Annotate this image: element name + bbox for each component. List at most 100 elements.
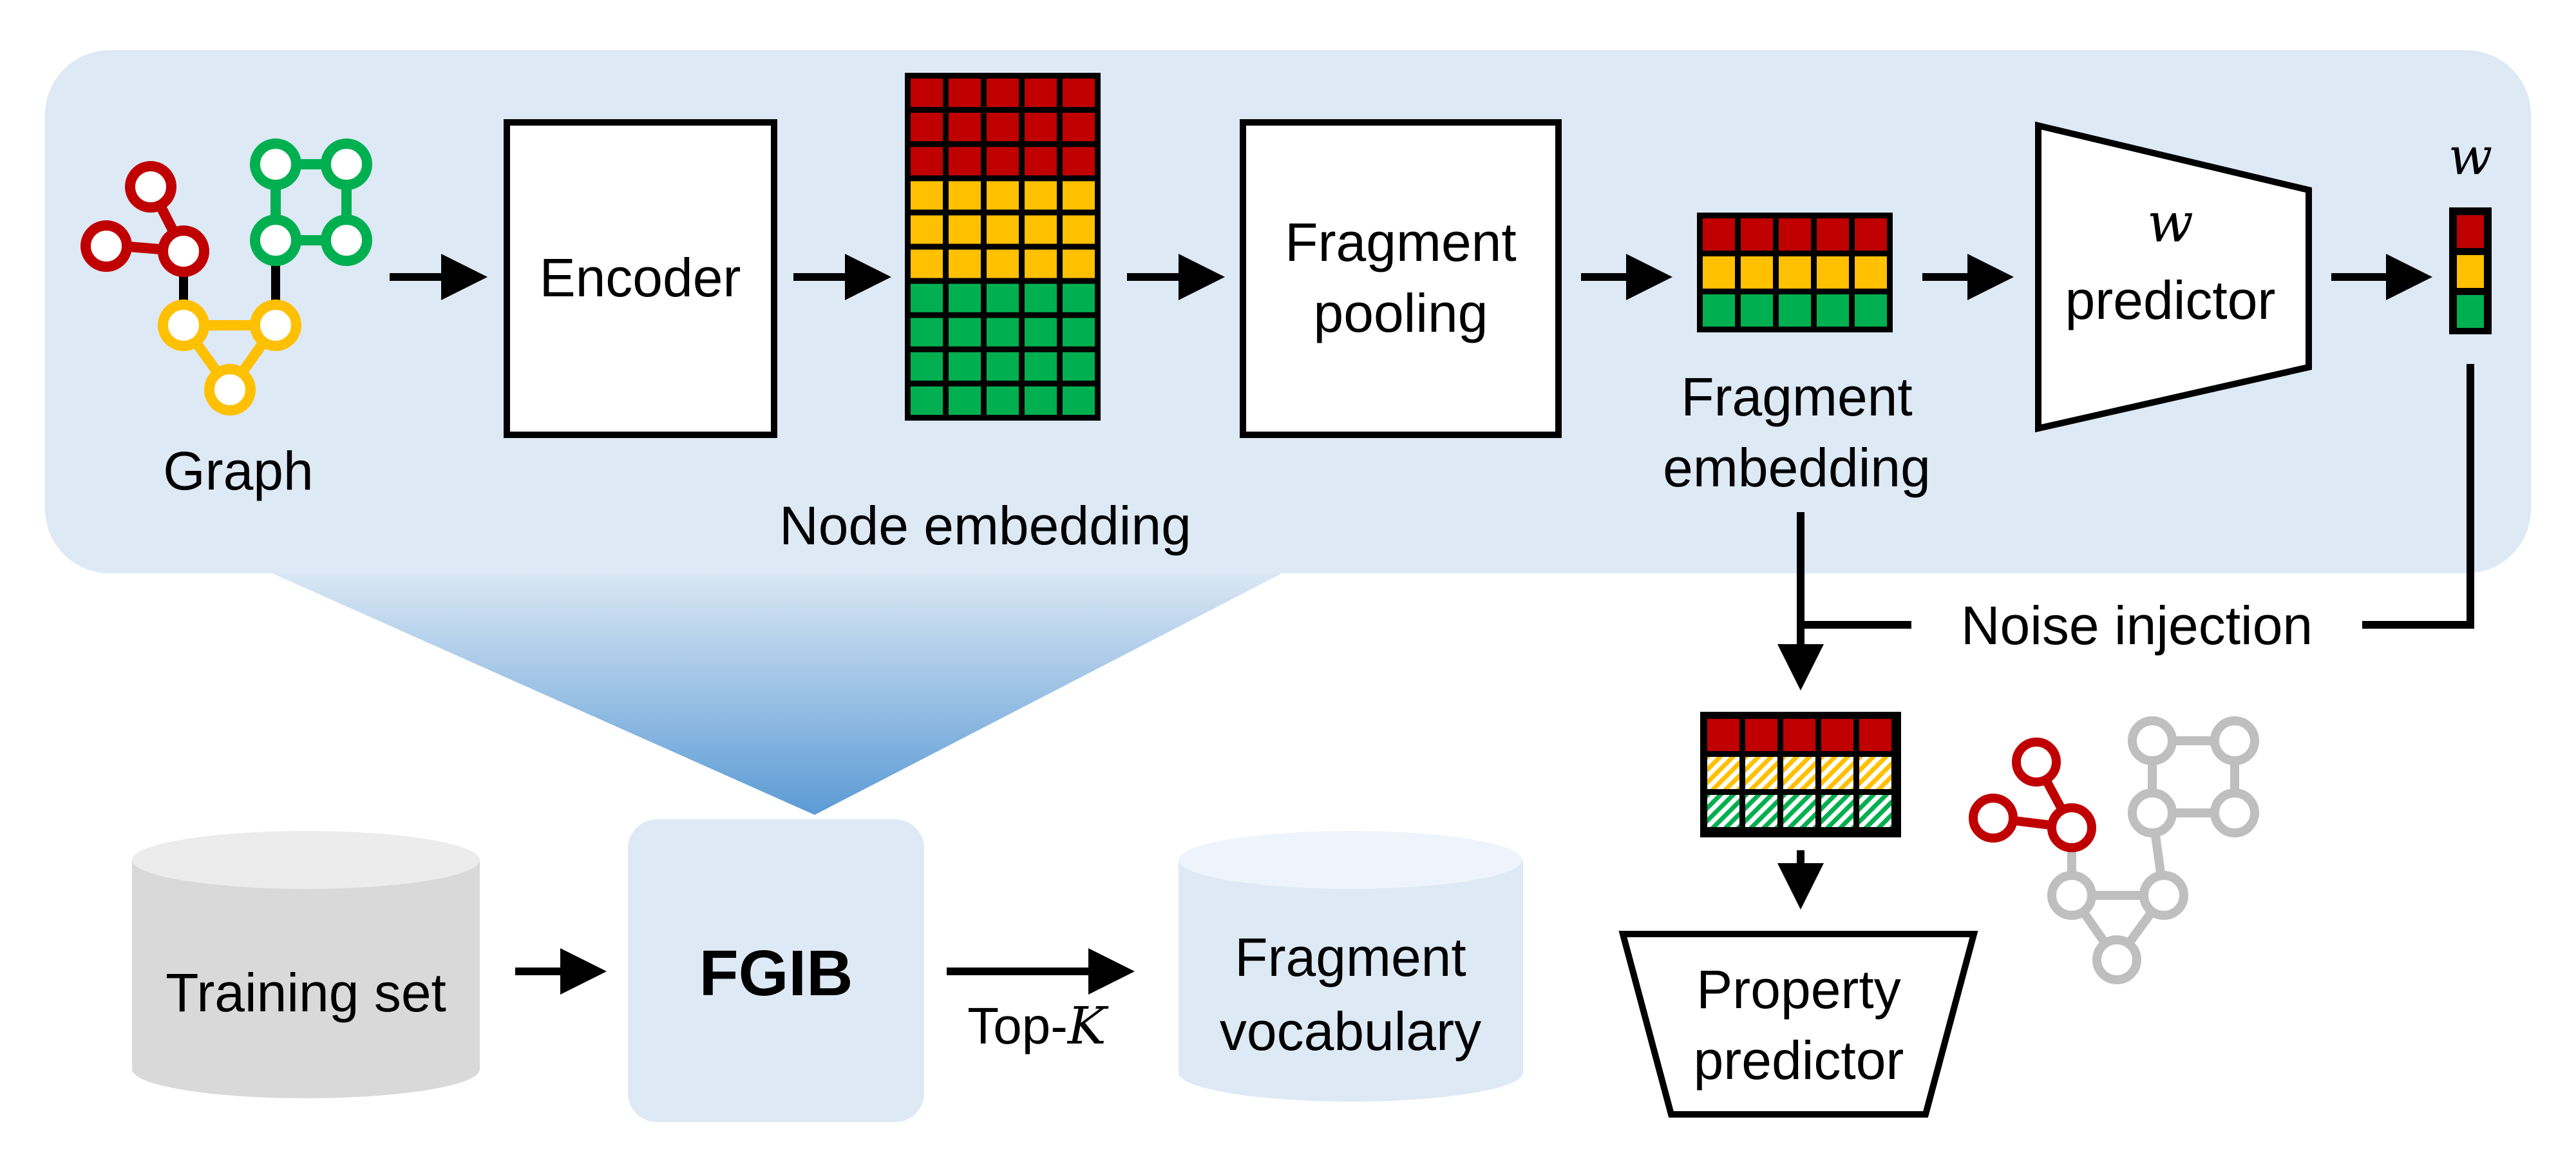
node-embedding-cell — [1063, 79, 1095, 108]
fragment-embedding-cell — [1855, 294, 1887, 327]
encoder-box — [504, 119, 777, 438]
node-embedding-cell — [949, 79, 981, 108]
node-embedding-cell — [1025, 352, 1057, 381]
node-embedding-cell — [987, 79, 1019, 108]
graph-molecule-icon — [80, 138, 372, 415]
node-embedding-cell — [911, 352, 943, 381]
node-embedding-cell — [987, 283, 1019, 312]
property-predictor-label-line1: Property — [1696, 959, 1900, 1020]
fragment-embedding-cell — [1855, 256, 1887, 289]
node-embedding-cell — [911, 147, 943, 176]
funnel-shape — [258, 567, 1294, 815]
node-embedding-cell — [1063, 181, 1095, 210]
noised-fragment-embedding-grid — [1700, 712, 1901, 837]
noised-embedding-cell — [1821, 719, 1853, 751]
node-embedding-cell — [911, 181, 943, 210]
noised-embedding-cell — [1859, 719, 1891, 751]
node-embedding-cell — [987, 181, 1019, 210]
graph-label: Graph — [163, 441, 313, 501]
property-predictor-shape — [1618, 931, 1978, 1118]
node-embedding-cell — [911, 249, 943, 278]
w-predictor-shape — [2035, 121, 2312, 433]
fgib-box — [628, 819, 924, 1122]
node-embedding-cell — [1063, 352, 1095, 381]
noised-embedding-cell — [1783, 757, 1815, 789]
noised-embedding-cell — [1821, 795, 1853, 827]
noised-embedding-cell — [1859, 757, 1891, 789]
w-symbol: w — [2448, 126, 2492, 186]
node-embedding-cell — [949, 113, 981, 142]
w-vector — [2449, 207, 2492, 334]
fragment-pooling-label-line2: pooling — [1314, 283, 1488, 343]
noised-embedding-cell — [1707, 719, 1739, 751]
fragment-vocabulary-database-icon — [1179, 831, 1523, 1102]
node-embedding-cell — [1025, 113, 1057, 142]
node-embedding-cell — [1025, 249, 1057, 278]
noised-embedding-cell — [1859, 795, 1891, 827]
node-embedding-cell — [1063, 318, 1095, 347]
noised-embedding-cell — [1821, 757, 1853, 789]
fragment-embedding-cell — [1703, 294, 1735, 327]
fragment-embedding-grid — [1697, 213, 1893, 332]
node-embedding-cell — [949, 215, 981, 244]
node-embedding-cell — [1063, 249, 1095, 278]
node-embedding-cell — [911, 283, 943, 312]
fragment-pooling-box — [1240, 119, 1562, 438]
node-embedding-cell — [911, 79, 943, 108]
fragment-embedding-cell — [1741, 294, 1773, 327]
fragment-pooling-label-line1: Fragment — [1285, 212, 1516, 272]
node-embedding-cell — [1025, 181, 1057, 210]
node-embedding-cell — [987, 249, 1019, 278]
fragment-embedding-cell — [1741, 218, 1773, 251]
node-embedding-cell — [911, 215, 943, 244]
property-predictor-label-line2: predictor — [1694, 1030, 1904, 1091]
node-embedding-cell — [911, 318, 943, 347]
node-embedding-cell — [1063, 113, 1095, 142]
node-embedding-cell — [1025, 79, 1057, 108]
noised-embedding-cell — [1707, 757, 1739, 789]
fragment-embedding-cell — [1779, 294, 1811, 327]
node-embedding-cell — [949, 318, 981, 347]
node-embedding-cell — [1063, 386, 1095, 415]
node-embedding-cell — [987, 386, 1019, 415]
fragment-embedding-label-line1: Fragment — [1681, 367, 1912, 427]
node-embedding-cell — [949, 283, 981, 312]
node-embedding-cell — [987, 318, 1019, 347]
fragment-embedding-cell — [1817, 294, 1849, 327]
fragment-embedding-cell — [1741, 256, 1773, 289]
fragment-embedding-label-line2: embedding — [1663, 437, 1931, 498]
fragment-embedding-cell — [1817, 256, 1849, 289]
noised-embedding-cell — [1783, 795, 1815, 827]
training-set-database-icon — [132, 831, 480, 1098]
node-embedding-label: Node embedding — [779, 495, 1191, 556]
node-embedding-cell — [949, 386, 981, 415]
node-embedding-cell — [1025, 215, 1057, 244]
node-embedding-cell — [1025, 386, 1057, 415]
node-embedding-cell — [1063, 283, 1095, 312]
noised-embedding-cell — [1745, 719, 1777, 751]
fgib-label: FGIB — [699, 937, 853, 1009]
noised-embedding-cell — [1745, 757, 1777, 789]
training-set-label: Training set — [166, 962, 446, 1023]
node-embedding-cell — [1063, 215, 1095, 244]
noise-injection-label: Noise injection — [1961, 595, 2313, 656]
node-embedding-grid — [905, 73, 1101, 421]
node-embedding-cell — [987, 352, 1019, 381]
fragment-embedding-cell — [1817, 218, 1849, 251]
top-k-label: Top-K — [967, 996, 1109, 1056]
noised-embedding-cell — [1783, 719, 1815, 751]
fragment-embedding-cell — [1855, 218, 1887, 251]
noise-line-right — [2362, 364, 2474, 629]
node-embedding-cell — [949, 181, 981, 210]
node-embedding-cell — [949, 352, 981, 381]
node-embedding-cell — [987, 113, 1019, 142]
node-embedding-cell — [949, 147, 981, 176]
w-predictor-symbol: w — [2147, 191, 2193, 254]
fragment-vocabulary-label-line1: Fragment — [1235, 927, 1466, 987]
node-embedding-cell — [911, 386, 943, 415]
node-embedding-cell — [1063, 147, 1095, 176]
w-predictor-label: predictor — [2065, 270, 2276, 330]
fragment-embedding-cell — [1703, 256, 1735, 289]
fragment-molecule-icon — [1969, 716, 2259, 984]
encoder-label: Encoder — [540, 247, 741, 308]
